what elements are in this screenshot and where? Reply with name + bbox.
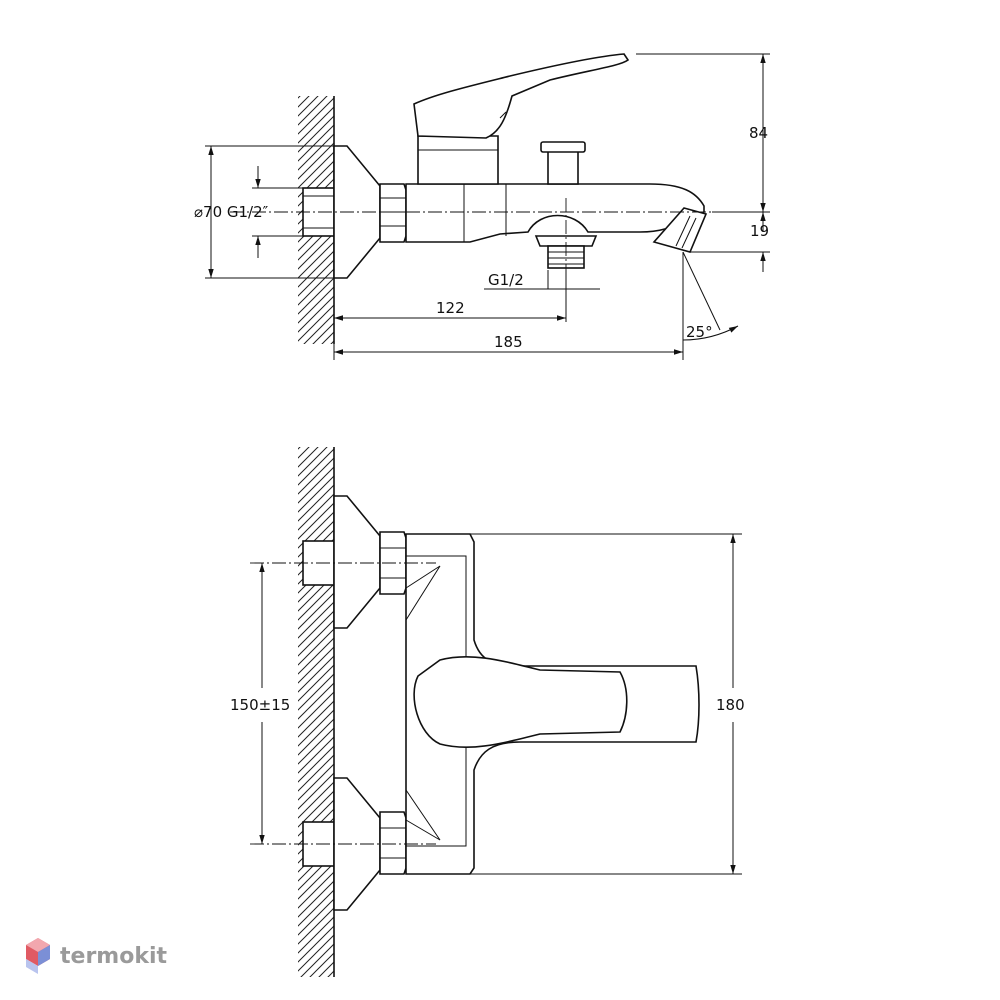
diverter-stem-side	[547, 149, 579, 185]
lever-handle-top	[413, 655, 628, 749]
lever-handle-side	[413, 53, 630, 139]
dim-height-top: 84	[749, 124, 768, 142]
dim-total-depth: 185	[494, 333, 523, 351]
escutcheon-upper	[333, 495, 381, 629]
cartridge-housing-side	[417, 135, 499, 185]
dim-outlet-thread: G1/2	[488, 271, 524, 289]
top-view: 150±15 180	[230, 447, 745, 977]
hex-nut-lower	[379, 811, 407, 875]
watermark: termokit	[26, 938, 167, 974]
watermark-text: termokit	[60, 944, 167, 969]
side-view: ⌀70 G1/2″ 84 19 G1/2 122 185 25°	[194, 53, 770, 360]
dim-center-distance: 150±15	[230, 696, 290, 714]
dim-height-spout: 19	[750, 222, 769, 240]
hex-nut-side	[379, 183, 407, 243]
diverter-knob-side	[540, 141, 586, 153]
mixer-body-side	[405, 183, 705, 243]
termokit-logo-icon	[26, 938, 50, 974]
dim-angle: 25°	[686, 323, 713, 341]
wall-hatch-top	[298, 447, 334, 977]
dim-outlet-depth: 122	[436, 299, 465, 317]
bath-outlet-side	[534, 235, 598, 247]
dim-connection-side: ⌀70 G1/2″	[194, 203, 269, 221]
dim-width: 180	[716, 696, 745, 714]
